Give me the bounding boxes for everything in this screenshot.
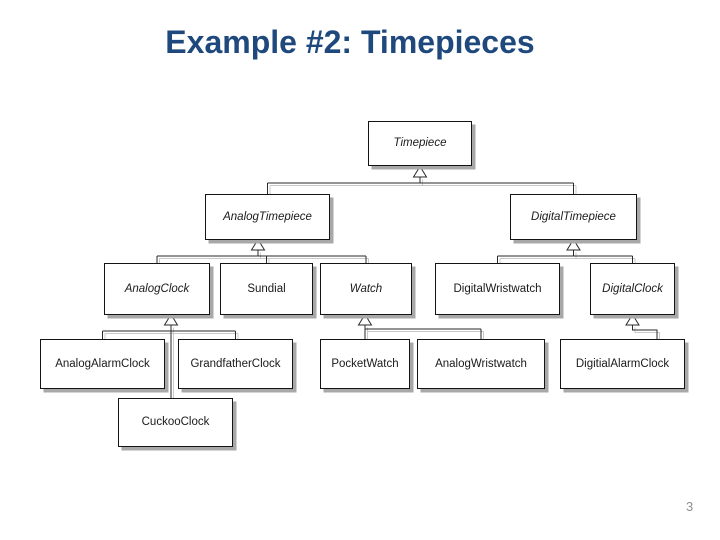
generalization-arrow-icon xyxy=(163,313,179,326)
generalization-arrow-icon xyxy=(357,313,373,326)
class-node-analog-alarm-clock: AnalogAlarmClock xyxy=(40,339,165,389)
class-node-sundial: Sundial xyxy=(220,263,313,315)
generalization-arrow-icon xyxy=(566,238,581,251)
edge-timepiece-children xyxy=(267,165,574,194)
class-node-digital-clock: DigitalClock xyxy=(590,263,675,315)
edge-watch-children xyxy=(357,313,482,339)
class-node-analog-timepiece: AnalogTimepiece xyxy=(205,194,330,240)
class-node-digital-wristwatch: DigitalWristwatch xyxy=(435,263,560,315)
class-node-pocket-watch: PocketWatch xyxy=(320,339,410,389)
edge-digital-timepiece-children xyxy=(497,238,633,263)
class-node-digital-timepiece: DigitalTimepiece xyxy=(510,194,637,240)
edge-analog-clock-children xyxy=(102,313,236,398)
class-node-digitial-alarm-clock: DigitialAlarmClock xyxy=(560,339,685,389)
generalization-arrow-icon xyxy=(625,313,640,326)
slide-title: Example #2: Timepieces xyxy=(165,24,535,60)
edge-lines xyxy=(267,177,574,194)
class-node-cuckoo-clock: CuckooClock xyxy=(118,398,233,447)
edge-lines xyxy=(497,250,633,263)
class-node-grandfather-clock: GrandfatherClock xyxy=(178,339,293,389)
class-node-analog-clock: AnalogClock xyxy=(104,263,210,315)
edge-digital-clock-children xyxy=(625,313,658,339)
edge-analog-timepiece-children xyxy=(156,238,367,263)
page-number: 3 xyxy=(686,499,694,514)
generalization-arrow-icon xyxy=(412,165,428,178)
edge-lines xyxy=(102,325,236,398)
class-node-watch: Watch xyxy=(320,263,412,315)
edge-lines xyxy=(156,250,367,263)
class-node-timepiece: Timepiece xyxy=(368,121,472,166)
class-node-analog-wristwatch: AnalogWristwatch xyxy=(417,339,545,389)
edge-lines xyxy=(632,325,658,339)
generalization-arrow-icon xyxy=(250,238,266,251)
edge-lines xyxy=(364,325,482,339)
